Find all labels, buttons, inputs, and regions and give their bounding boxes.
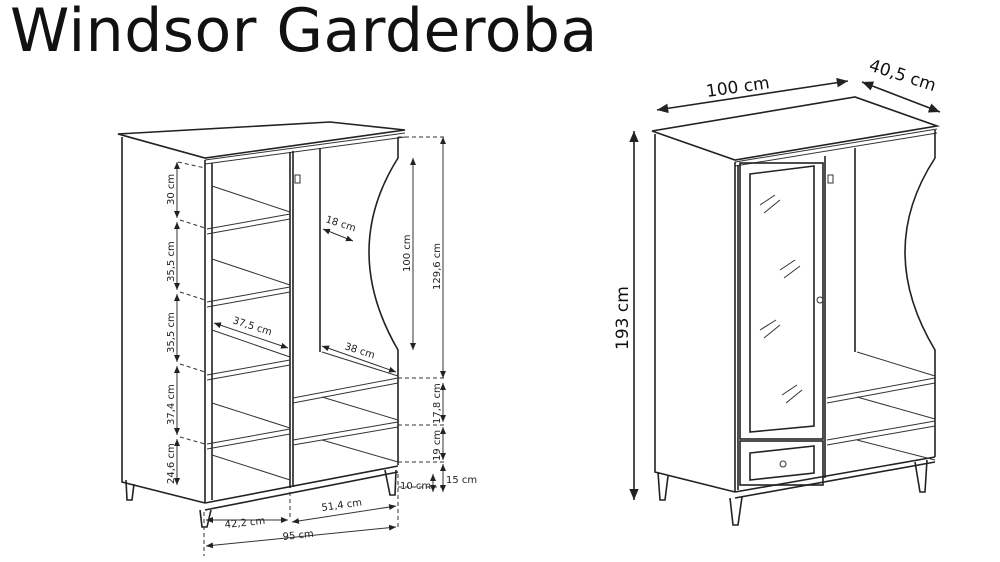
page-title: Windsor Garderoba — [10, 0, 598, 66]
dim-height-3: 35,5 cm — [166, 312, 177, 353]
dim-shelf-depth-right: 38 cm — [343, 341, 376, 361]
dim-width: 100 cm — [705, 73, 771, 102]
dim-hanging-height: 129,6 cm — [432, 243, 443, 290]
dim-height-1: 30 cm — [166, 174, 177, 205]
dim-depth: 40,5 cm — [866, 56, 938, 96]
dim-cutout-height: 100 cm — [402, 234, 413, 272]
dim-height-4: 37,4 cm — [166, 384, 177, 425]
dim-height: 193 cm — [613, 286, 633, 350]
dim-height-right-1: 17,8 cm — [432, 383, 443, 424]
dim-height-5: 24,6 cm — [166, 443, 177, 484]
dim-width-right: 51,4 cm — [321, 497, 363, 514]
dim-shelf-depth-left: 37,5 cm — [231, 315, 273, 338]
dim-height-2: 35,5 cm — [166, 241, 177, 282]
dim-width-total: 95 cm — [282, 529, 314, 543]
wardrobe-with-door-drawing — [629, 77, 941, 526]
dim-width-left: 42,2 cm — [224, 516, 266, 531]
dim-base-height: 15 cm — [446, 475, 477, 486]
dim-height-right-2: 19 cm — [432, 430, 443, 461]
open-wardrobe-drawing — [117, 121, 446, 556]
dim-leg-height: 10 cm — [400, 481, 431, 492]
